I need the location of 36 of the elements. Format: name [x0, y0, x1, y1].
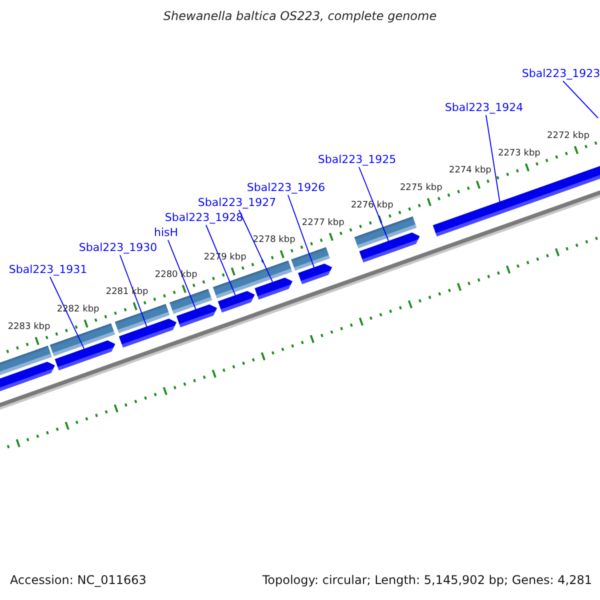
gene-block	[176, 304, 218, 328]
scale-label: 2277 kbp	[302, 218, 344, 228]
leader-line	[486, 114, 500, 202]
scale-label: 2272 kbp	[547, 131, 590, 142]
gene-block	[54, 340, 116, 370]
scale-label: 2275 kbp	[400, 183, 442, 194]
title: Shewanella baltica OS223, complete genome	[162, 9, 438, 23]
leader-line	[120, 254, 148, 328]
leader-line	[50, 276, 85, 350]
gene-label: Sbal223_1925	[318, 153, 396, 166]
leader-line	[238, 210, 274, 282]
gene-block	[254, 278, 292, 300]
gene-block	[218, 290, 255, 313]
gene-block	[359, 232, 420, 263]
gene-label: Sbal223_1924	[444, 101, 524, 114]
leader-line	[562, 80, 598, 118]
gene-block	[298, 264, 332, 284]
leader-line	[206, 224, 236, 296]
footer-text: Topology: circular; Length: 5,145,902 bp; Genes: 4,281	[262, 573, 592, 587]
gene-label: Sbal223_1926	[246, 181, 326, 194]
scale-label: 2283 kbp	[8, 322, 50, 332]
gene-label: Sbal223_1927	[198, 196, 276, 209]
scale-label: 2278 kbp	[252, 235, 296, 246]
gene-label: Sbal223_1923	[522, 67, 600, 80]
leader-line	[288, 194, 315, 268]
leader-line	[168, 240, 196, 310]
gene-label: Sbal223_1928	[164, 211, 244, 224]
gene-block	[118, 318, 177, 348]
scale-label: 2273 kbp	[498, 148, 540, 158]
footer-text: Accession: NC_011663	[10, 573, 146, 587]
scale-label: 2276 kbp	[350, 200, 394, 210]
gene-label: hisH	[154, 226, 178, 239]
leader-line	[358, 166, 389, 242]
gene-label: Sbal223_1931	[8, 263, 88, 276]
scale-label: 2274 kbp	[448, 166, 492, 176]
gene-label: Sbal223_1930	[78, 241, 158, 254]
